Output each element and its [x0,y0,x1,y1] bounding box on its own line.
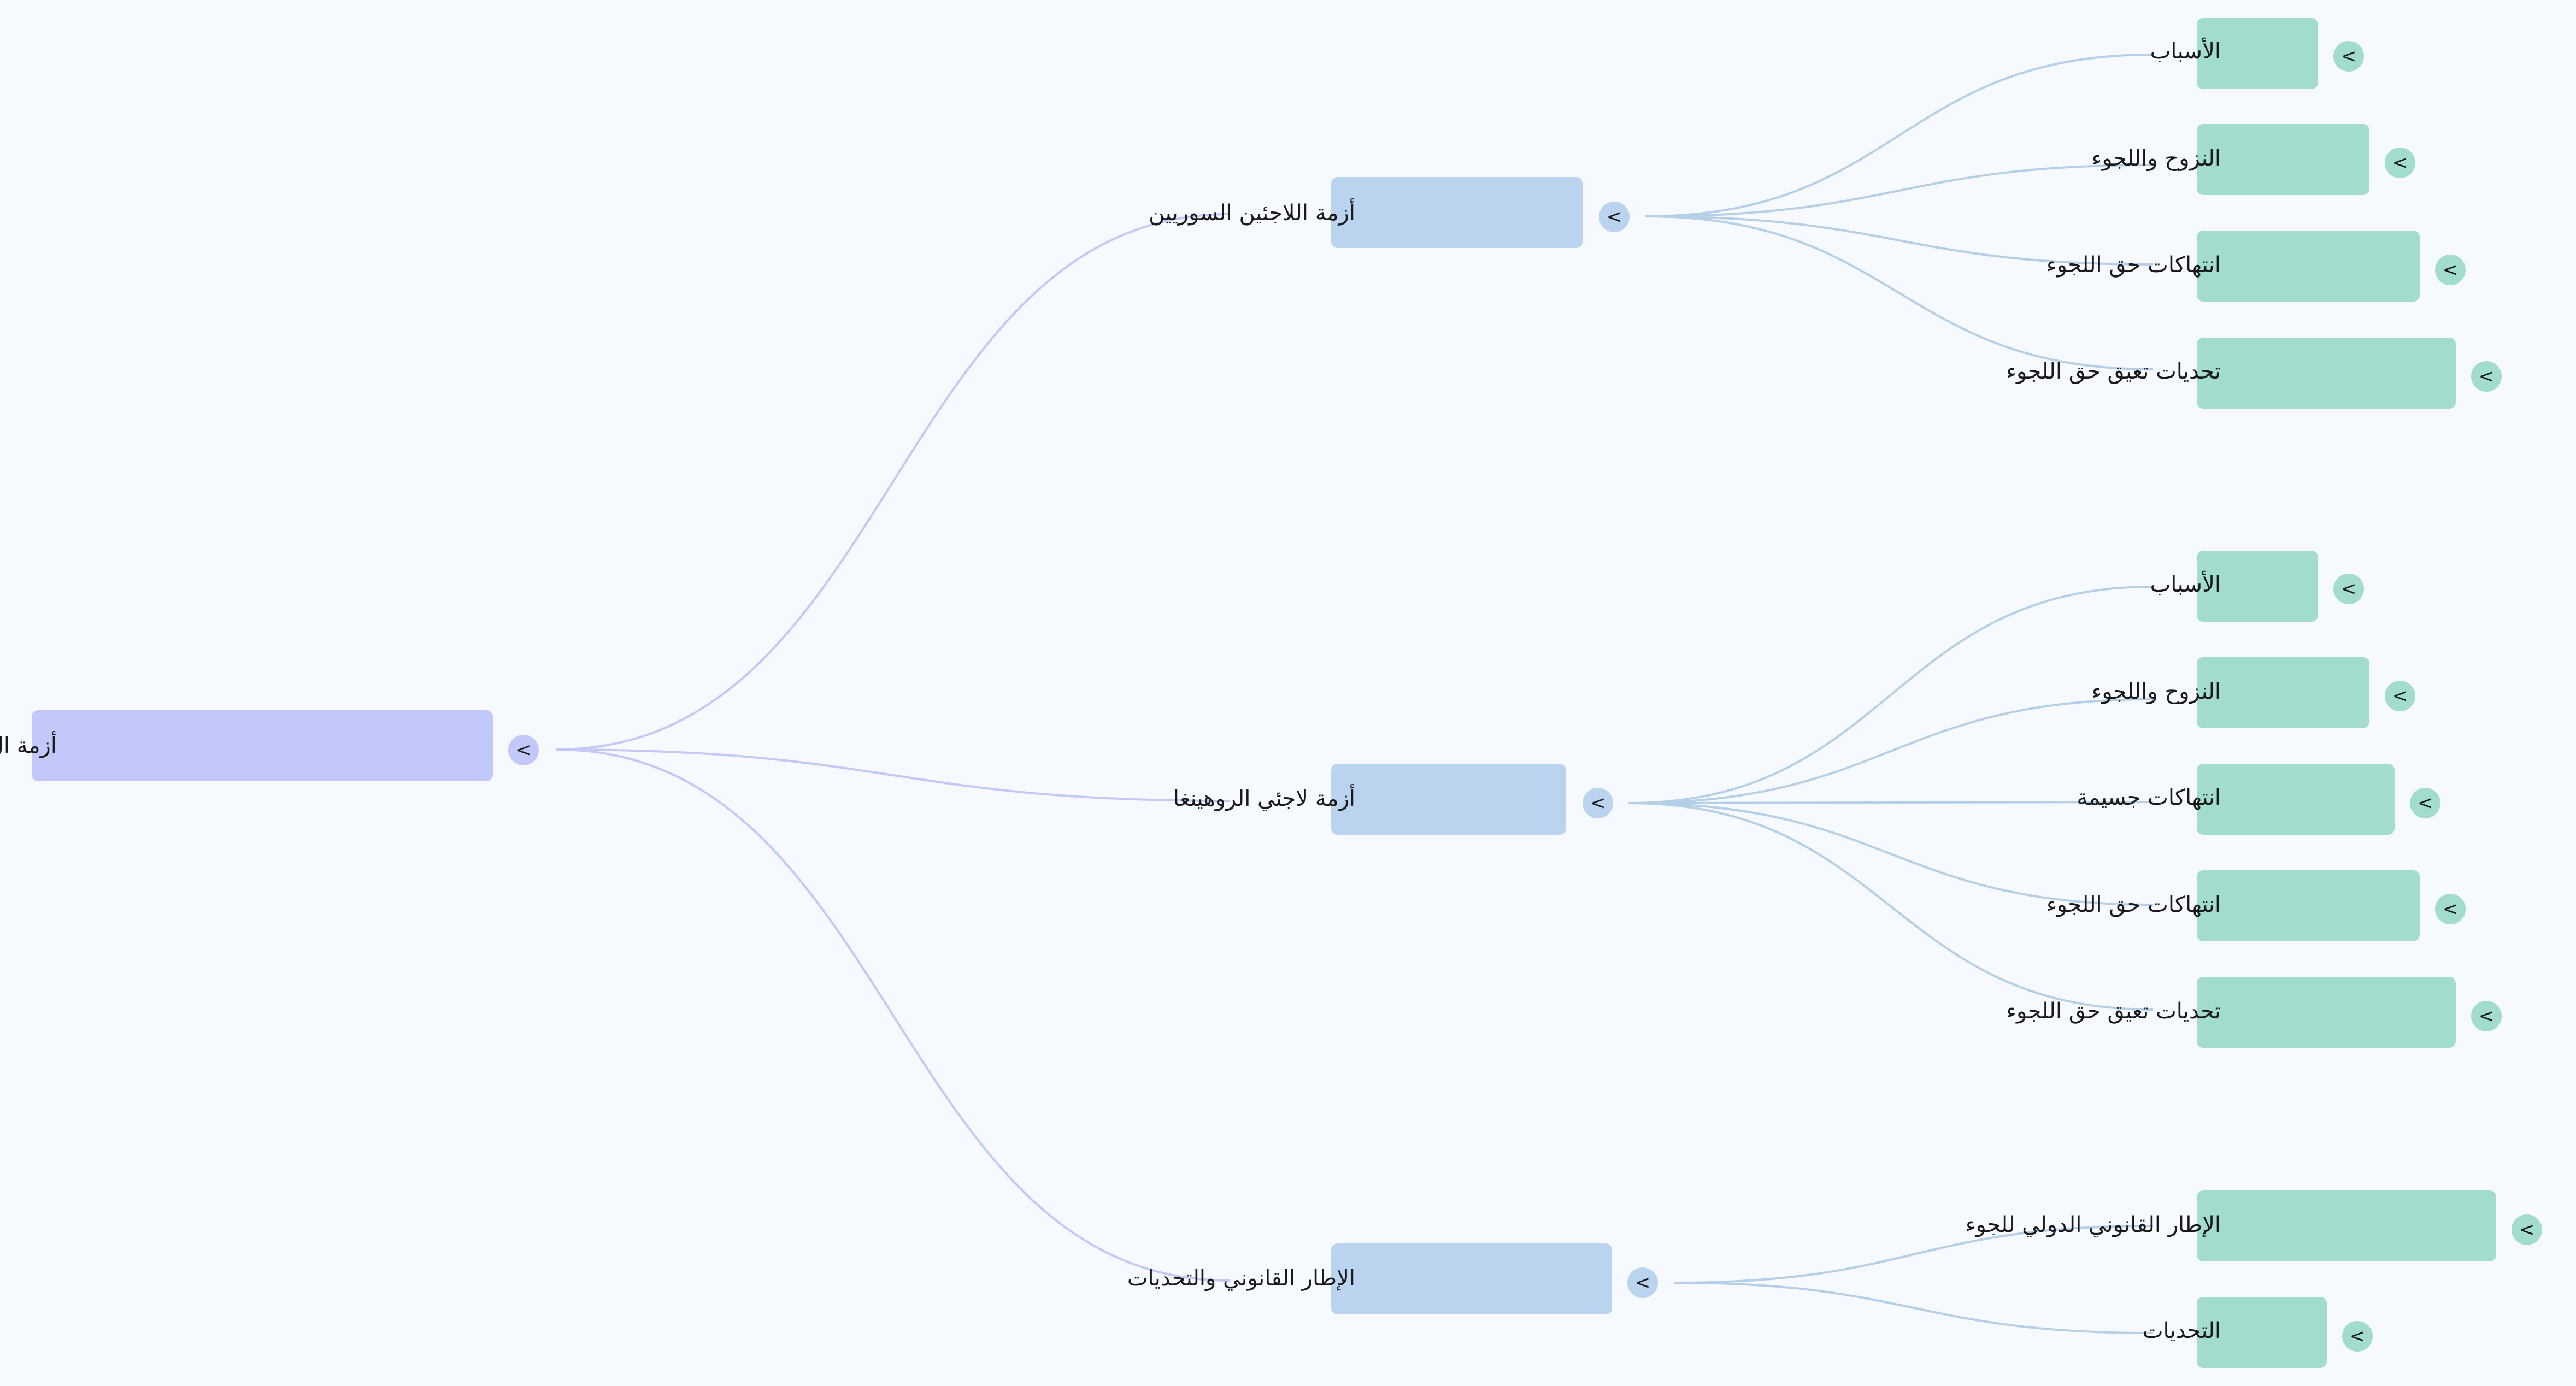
connector-rohingya-leaf-3 [1628,801,2154,804]
leaf-node-rohingya-grave-violations-toggle[interactable]: < [2410,788,2440,818]
branch-node-rohingya-collapse-toggle[interactable]: < [1583,788,1613,818]
leaf-node-rohingya-grave-violations[interactable] [2197,764,2395,835]
leaf-node-rohingya-challenges[interactable] [2197,977,2456,1048]
leaf-node-international-legal-framework-label: الإطار القانوني الدولي للجوء [1965,1212,2221,1237]
leaf-node-rohingya-challenges-label: تحديات تعيق حق اللجوء [2006,999,2221,1024]
leaf-node-syrian-violations[interactable] [2197,231,2420,302]
connector-legal-leaf-2 [1674,1282,2154,1334]
leaf-node-syrian-challenges-label: تحديات تعيق حق اللجوء [2006,359,2221,384]
leaf-node-rohingya-violations-label: انتهاكات حق اللجوء [2046,892,2221,917]
branch-node-syrian[interactable] [1331,177,1583,248]
connector-root-rohingya [556,748,1230,802]
leaf-node-rohingya-causes-label: الأسباب [2150,572,2221,597]
leaf-node-rohingya-displacement-toggle[interactable]: < [2385,681,2415,711]
leaf-node-syrian-violations-label: انتهاكات حق اللجوء [2046,252,2221,278]
leaf-node-rohingya-violations[interactable] [2197,870,2420,941]
connector-syrian-leaf-3 [1644,215,2154,266]
leaf-node-rohingya-challenges-toggle[interactable]: < [2471,1001,2502,1031]
branch-node-syrian-collapse-toggle[interactable]: < [1599,202,1630,232]
leaf-node-international-legal-framework-toggle[interactable]: < [2512,1214,2542,1245]
leaf-node-challenges-toggle[interactable]: < [2342,1321,2373,1352]
leaf-node-syrian-displacement-toggle[interactable]: < [2385,148,2415,178]
leaf-node-rohingya-grave-violations-label: انتهاكات جسيمة [2077,785,2221,810]
branch-node-legal-framework-collapse-toggle[interactable]: < [1627,1267,1658,1298]
branch-node-legal-framework-label: الإطار القانوني والتحديات [1127,1266,1355,1291]
leaf-node-rohingya-displacement-label: النزوح واللجوء [2091,679,2221,704]
connector-root-syrian [556,213,1230,751]
leaf-node-international-legal-framework[interactable] [2197,1190,2496,1261]
branch-node-legal-framework[interactable] [1331,1243,1612,1314]
connector-syrian-leaf-2 [1644,164,2154,217]
leaf-node-syrian-displacement[interactable] [2197,124,2369,195]
leaf-node-rohingya-causes-toggle[interactable]: < [2333,574,2364,604]
connector-rohingya-leaf-5 [1628,802,2154,1011]
leaf-node-syrian-causes[interactable] [2197,18,2318,89]
connector-syrian-leaf-1 [1644,54,2154,217]
leaf-node-challenges[interactable] [2197,1297,2327,1368]
root-node-collapse-toggle[interactable]: < [508,735,539,765]
leaf-node-rohingya-displacement[interactable] [2197,657,2369,728]
connector-root-legal-framework [556,748,1230,1282]
leaf-node-rohingya-violations-toggle[interactable]: < [2435,894,2466,924]
leaf-node-rohingya-causes[interactable] [2197,551,2318,622]
root-node[interactable] [32,710,493,781]
connector-syrian-leaf-4 [1644,215,2154,370]
connector-rohingya-leaf-1 [1628,586,2154,804]
leaf-node-syrian-challenges[interactable] [2197,338,2456,409]
connector-legal-leaf-1 [1674,1225,2154,1284]
leaf-node-challenges-label: التحديات [2142,1318,2221,1343]
leaf-node-syrian-displacement-label: النزوح واللجوء [2091,146,2221,171]
connector-rohingya-leaf-4 [1628,802,2154,906]
branch-node-rohingya[interactable] [1331,764,1566,835]
branch-node-syrian-label: أزمة اللاجئين السوريين [1149,200,1355,226]
leaf-node-syrian-violations-toggle[interactable]: < [2435,255,2466,285]
leaf-node-syrian-challenges-toggle[interactable]: < [2471,361,2502,392]
connector-rohingya-leaf-2 [1628,698,2154,804]
root-node-label: أزمة ال [0,733,57,758]
branch-node-rohingya-label: أزمة لاجئي الروهينغا [1173,786,1355,811]
leaf-node-syrian-causes-label: الأسباب [2150,39,2221,64]
leaf-node-syrian-causes-toggle[interactable]: < [2333,41,2364,72]
